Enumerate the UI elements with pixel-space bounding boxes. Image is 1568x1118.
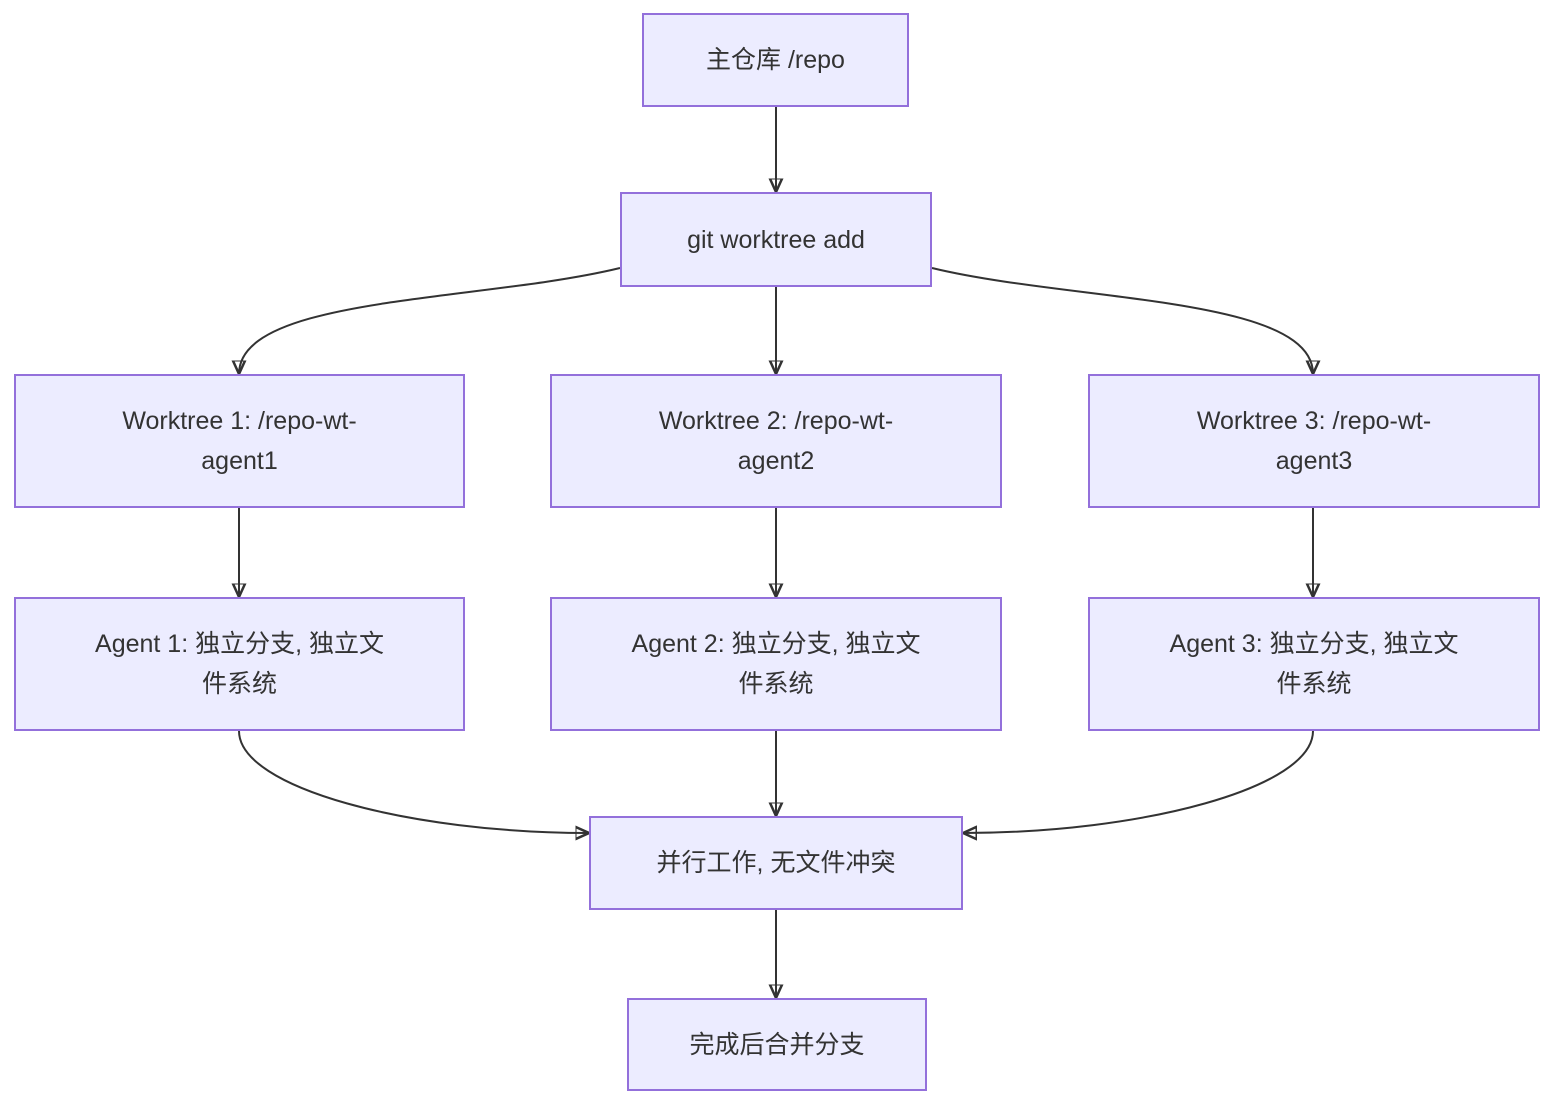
node-worktree1-label: Worktree 1: /repo-wt-agent1: [122, 407, 357, 475]
edge-agent3-to-parallel-work: [963, 730, 1314, 833]
node-worktree2-label: Worktree 2: /repo-wt-agent2: [658, 407, 894, 475]
node-worktree-add: git worktree add: [620, 192, 932, 287]
node-worktree-add-label: git worktree add: [687, 225, 865, 254]
node-worktree1: Worktree 1: /repo-wt-agent1: [14, 374, 465, 508]
node-agent2: Agent 2: 独立分支, 独立文件系统: [550, 597, 1002, 731]
node-parallel-work-label: 并行工作, 无文件冲突: [656, 849, 896, 877]
edge-worktree-add-to-worktree1: [239, 267, 621, 374]
node-worktree3-label: Worktree 3: /repo-wt-agent3: [1196, 407, 1432, 475]
node-agent2-label: Agent 2: 独立分支, 独立文件系统: [631, 630, 921, 698]
node-agent1: Agent 1: 独立分支, 独立文件系统: [14, 597, 465, 731]
node-main-repo-label: 主仓库 /repo: [706, 46, 845, 74]
node-worktree2: Worktree 2: /repo-wt-agent2: [550, 374, 1002, 508]
node-merge-branches: 完成后合并分支: [627, 998, 927, 1091]
node-parallel-work: 并行工作, 无文件冲突: [589, 816, 963, 910]
node-worktree3: Worktree 3: /repo-wt-agent3: [1088, 374, 1540, 508]
edge-agent1-to-parallel-work: [238, 730, 589, 833]
node-main-repo: 主仓库 /repo: [642, 13, 909, 107]
node-agent3-label: Agent 3: 独立分支, 独立文件系统: [1169, 630, 1459, 698]
node-agent3: Agent 3: 独立分支, 独立文件系统: [1088, 597, 1540, 731]
edge-worktree-add-to-worktree3: [931, 267, 1313, 374]
node-agent1-label: Agent 1: 独立分支, 独立文件系统: [95, 630, 384, 698]
node-merge-branches-label: 完成后合并分支: [689, 1030, 865, 1059]
